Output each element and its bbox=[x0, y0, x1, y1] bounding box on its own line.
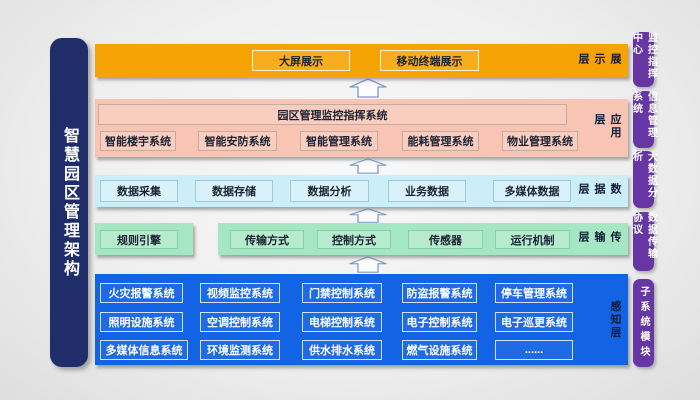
up-arrow-icon bbox=[349, 158, 387, 174]
transport-layer-bar: 传输方式 控制方式 传感器 运行机制 传输层 bbox=[218, 223, 628, 255]
perception-item: 照明设施系统 bbox=[100, 312, 183, 332]
perception-item: 电梯控制系统 bbox=[302, 312, 382, 332]
perception-layer-bar: 火灾报警系统 视频监控系统 门禁控制系统 防盗报警系统 停车管理系统 照明设施系… bbox=[95, 274, 628, 365]
side-module-info-system: 信息管理系统 bbox=[631, 91, 657, 148]
application-item: 智能安防系统 bbox=[198, 131, 277, 151]
side-module-subsystem: 子系统模块 bbox=[633, 279, 654, 367]
transport-item: 传输方式 bbox=[230, 230, 304, 249]
up-arrow-icon bbox=[349, 78, 387, 98]
data-layer-bar: 数据采集 数据存储 数据分析 业务数据 多媒体数据 数据层 bbox=[95, 175, 628, 207]
application-item: 能耗管理系统 bbox=[402, 131, 479, 151]
rules-engine-block: 规则引擎 bbox=[95, 223, 193, 255]
perception-item: 多媒体信息系统 bbox=[100, 340, 188, 360]
data-item: 数据存储 bbox=[195, 180, 273, 202]
perception-item: 停车管理系统 bbox=[495, 283, 573, 303]
side-module-transfer-protocol: 数据传输协议 bbox=[631, 212, 657, 271]
display-item: 大屏展示 bbox=[252, 50, 350, 71]
transport-item: 运行机制 bbox=[495, 230, 570, 249]
perception-item: 火灾报警系统 bbox=[100, 283, 183, 303]
side-module-label: 数据传输协议 bbox=[630, 212, 657, 260]
perception-item: 门禁控制系统 bbox=[302, 283, 382, 303]
display-layer-bar: 大屏展示 移动终端展示 展示层 bbox=[95, 44, 628, 77]
application-layer-label: 应用层 bbox=[593, 113, 621, 140]
perception-item: 空调控制系统 bbox=[200, 312, 280, 332]
diagram-title: 智慧园区管理架构 bbox=[61, 126, 78, 279]
display-item: 移动终端展示 bbox=[380, 50, 479, 71]
title-banner: 智慧园区管理架构 bbox=[50, 38, 88, 367]
display-layer-label: 展示层 bbox=[577, 52, 621, 66]
data-layer-label: 数据层 bbox=[577, 183, 621, 196]
side-module-command-center: 监控指挥中心 bbox=[631, 32, 657, 87]
transport-item: 传感器 bbox=[408, 230, 483, 249]
perception-item: 燃气设施系统 bbox=[402, 340, 477, 360]
rules-engine-item: 规则引擎 bbox=[100, 230, 178, 249]
application-layer-bar: 园区管理监控指挥系统 智能楼宇系统 智能安防系统 智能管理系统 能耗管理系统 物… bbox=[95, 99, 628, 157]
perception-item: 供水排水系统 bbox=[302, 340, 382, 360]
side-module-label: 监控指挥中心 bbox=[630, 32, 657, 80]
application-item: 智能楼宇系统 bbox=[100, 131, 176, 151]
data-item: 多媒体数据 bbox=[493, 180, 571, 202]
perception-item: 电子控制系统 bbox=[402, 312, 477, 332]
perception-item: 防盗报警系统 bbox=[402, 283, 477, 303]
data-item: 业务数据 bbox=[388, 180, 466, 202]
transport-layer-label: 传输层 bbox=[577, 231, 621, 244]
data-item: 数据采集 bbox=[100, 180, 178, 202]
application-header: 园区管理监控指挥系统 bbox=[98, 104, 567, 125]
application-item: 物业管理系统 bbox=[502, 131, 578, 151]
up-arrow-icon bbox=[349, 256, 387, 273]
side-module-label: 子系统模块 bbox=[638, 285, 649, 361]
data-item: 数据分析 bbox=[290, 180, 369, 202]
perception-item: 环境监测系统 bbox=[200, 340, 280, 360]
perception-layer-label: 感知层 bbox=[609, 300, 621, 339]
side-module-big-data: 大数据分析 bbox=[631, 151, 657, 208]
perception-item: 视频监控系统 bbox=[200, 283, 280, 303]
perception-item: 电子巡更系统 bbox=[495, 312, 573, 332]
application-item: 智能管理系统 bbox=[300, 131, 378, 151]
perception-item: ...... bbox=[495, 340, 573, 360]
side-module-label: 大数据分析 bbox=[630, 151, 657, 199]
side-module-label: 信息管理系统 bbox=[630, 91, 657, 139]
up-arrow-icon bbox=[349, 208, 387, 223]
transport-item: 控制方式 bbox=[317, 230, 391, 249]
